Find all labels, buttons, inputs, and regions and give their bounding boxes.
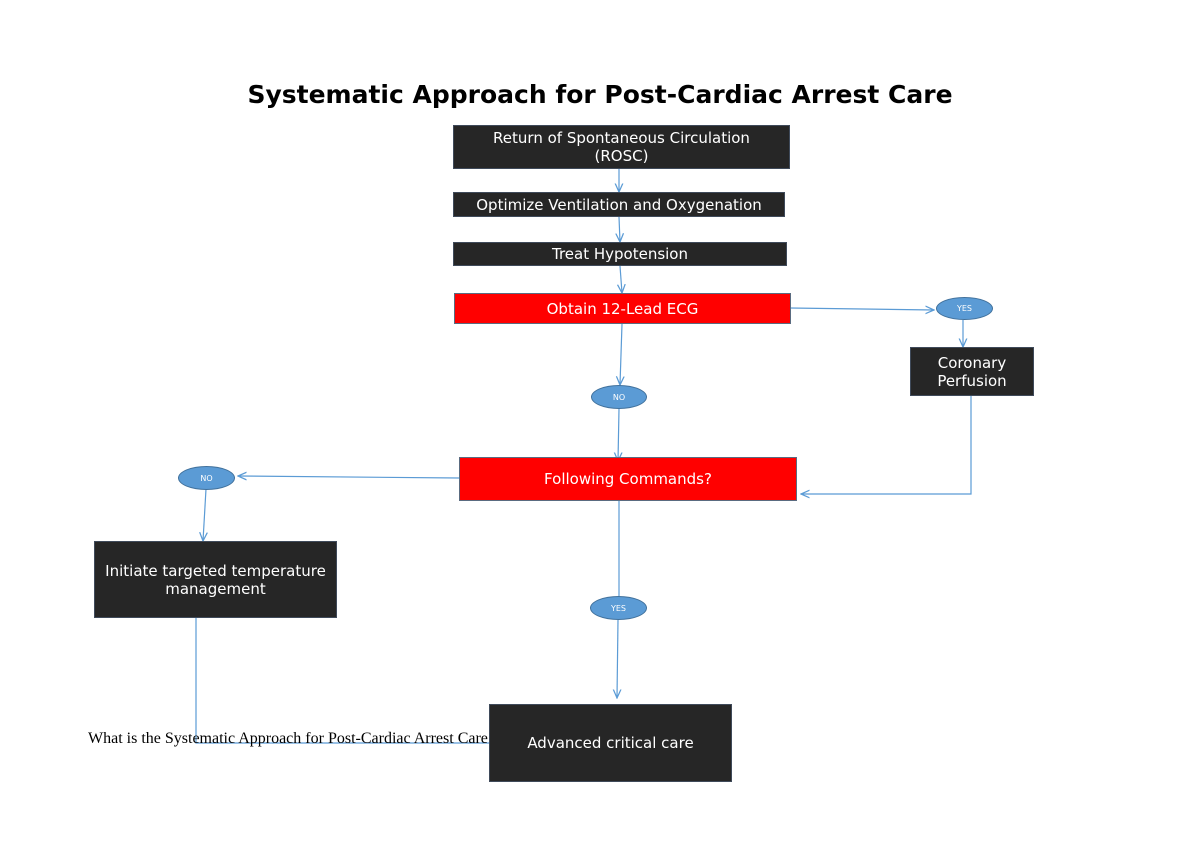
page-title: Systematic Approach for Post-Cardiac Arr… [247,80,953,109]
node-advanced-critical-care: Advanced critical care [489,704,732,782]
caption-text: What is the Systematic Approach for Post… [88,730,488,747]
connector-yes-to-critical-care [617,619,618,698]
connector-commands-to-no [238,476,460,478]
node-ecg-label: Obtain 12-Lead ECG [546,299,699,318]
connector-ecg-to-no [620,323,622,385]
connector-coronary-to-commands [801,396,972,494]
node-critical-care-label: Advanced critical care [527,734,694,752]
node-following-commands: Following Commands? [459,457,797,501]
node-ttm-line1: Initiate targeted temperature [105,561,326,580]
decision-ecg-no: NO [591,385,647,409]
node-ventilation: Optimize Ventilation and Oxygenation [453,192,785,217]
decision-commands-yes: YES [590,596,647,620]
node-hypotension-label: Treat Hypotension [551,245,688,263]
connector-ttm-to-critical-care [195,613,489,744]
node-commands-label: Following Commands? [544,470,712,488]
node-coronary-line2: Perfusion [937,371,1007,390]
node-rosc-line2: (ROSC) [594,147,649,165]
connector-ventilation-to-hypotension [619,216,620,242]
decision-commands-no: NO [178,466,235,490]
node-targeted-temperature-management: Initiate targeted temperature management [94,541,337,618]
node-hypotension: Treat Hypotension [453,242,787,266]
node-ventilation-label: Optimize Ventilation and Oxygenation [476,195,762,214]
node-coronary-perfusion: Coronary Perfusion [910,347,1034,396]
node-ttm-line2: management [165,579,266,598]
connector-no-to-commands [618,408,619,461]
connector-ecg-to-yes [789,308,934,310]
connector-hypotension-to-ecg [620,265,622,293]
connector-no-to-ttm [203,488,206,541]
node-ecg: Obtain 12-Lead ECG [454,293,791,324]
node-rosc-line1: Return of Spontaneous Circulation [493,129,750,147]
node-rosc: Return of Spontaneous Circulation (ROSC) [453,125,790,169]
decision-ecg-yes: YES [936,297,993,320]
node-coronary-line1: Coronary [937,353,1007,372]
